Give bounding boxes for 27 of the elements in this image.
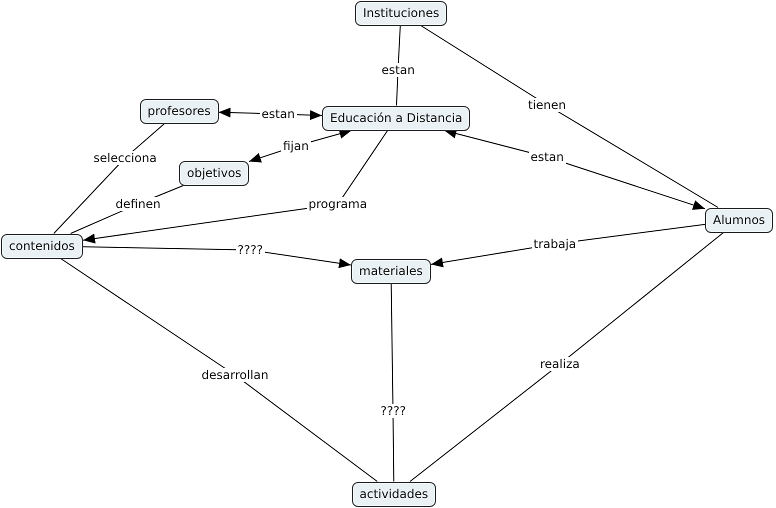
connector-line xyxy=(420,25,719,208)
edge-label: realiza xyxy=(538,357,582,371)
edge-label: estan xyxy=(528,150,566,164)
edge-label: desarrollan xyxy=(200,368,270,382)
edge-label: trabaja xyxy=(532,237,578,251)
arrow xyxy=(82,246,352,268)
concept-box: materiales xyxy=(351,258,431,284)
connector-line xyxy=(60,258,378,482)
edge-label: estan xyxy=(260,107,297,121)
edge-label: estan xyxy=(380,63,417,77)
edge-label: fijan xyxy=(281,139,311,153)
concept-box: actividades xyxy=(352,482,436,506)
edge-label: programa xyxy=(306,197,370,211)
edge-label: ???? xyxy=(236,243,265,257)
concept-box: profesores xyxy=(140,98,219,124)
connector-line xyxy=(53,123,166,234)
edge-label: ???? xyxy=(378,404,408,418)
connector-line xyxy=(410,232,724,482)
concept-box: contenidos xyxy=(1,234,83,258)
concept-box: Educación a Distancia xyxy=(322,106,470,130)
edge-label: definen xyxy=(114,197,163,211)
connector-line xyxy=(390,283,394,482)
concept-box: objetivos xyxy=(179,160,250,186)
arrow xyxy=(82,130,388,244)
concept-box: Alumnos xyxy=(705,208,774,232)
concept-box: Instituciones xyxy=(355,0,448,26)
edge-label: selecciona xyxy=(92,151,159,165)
